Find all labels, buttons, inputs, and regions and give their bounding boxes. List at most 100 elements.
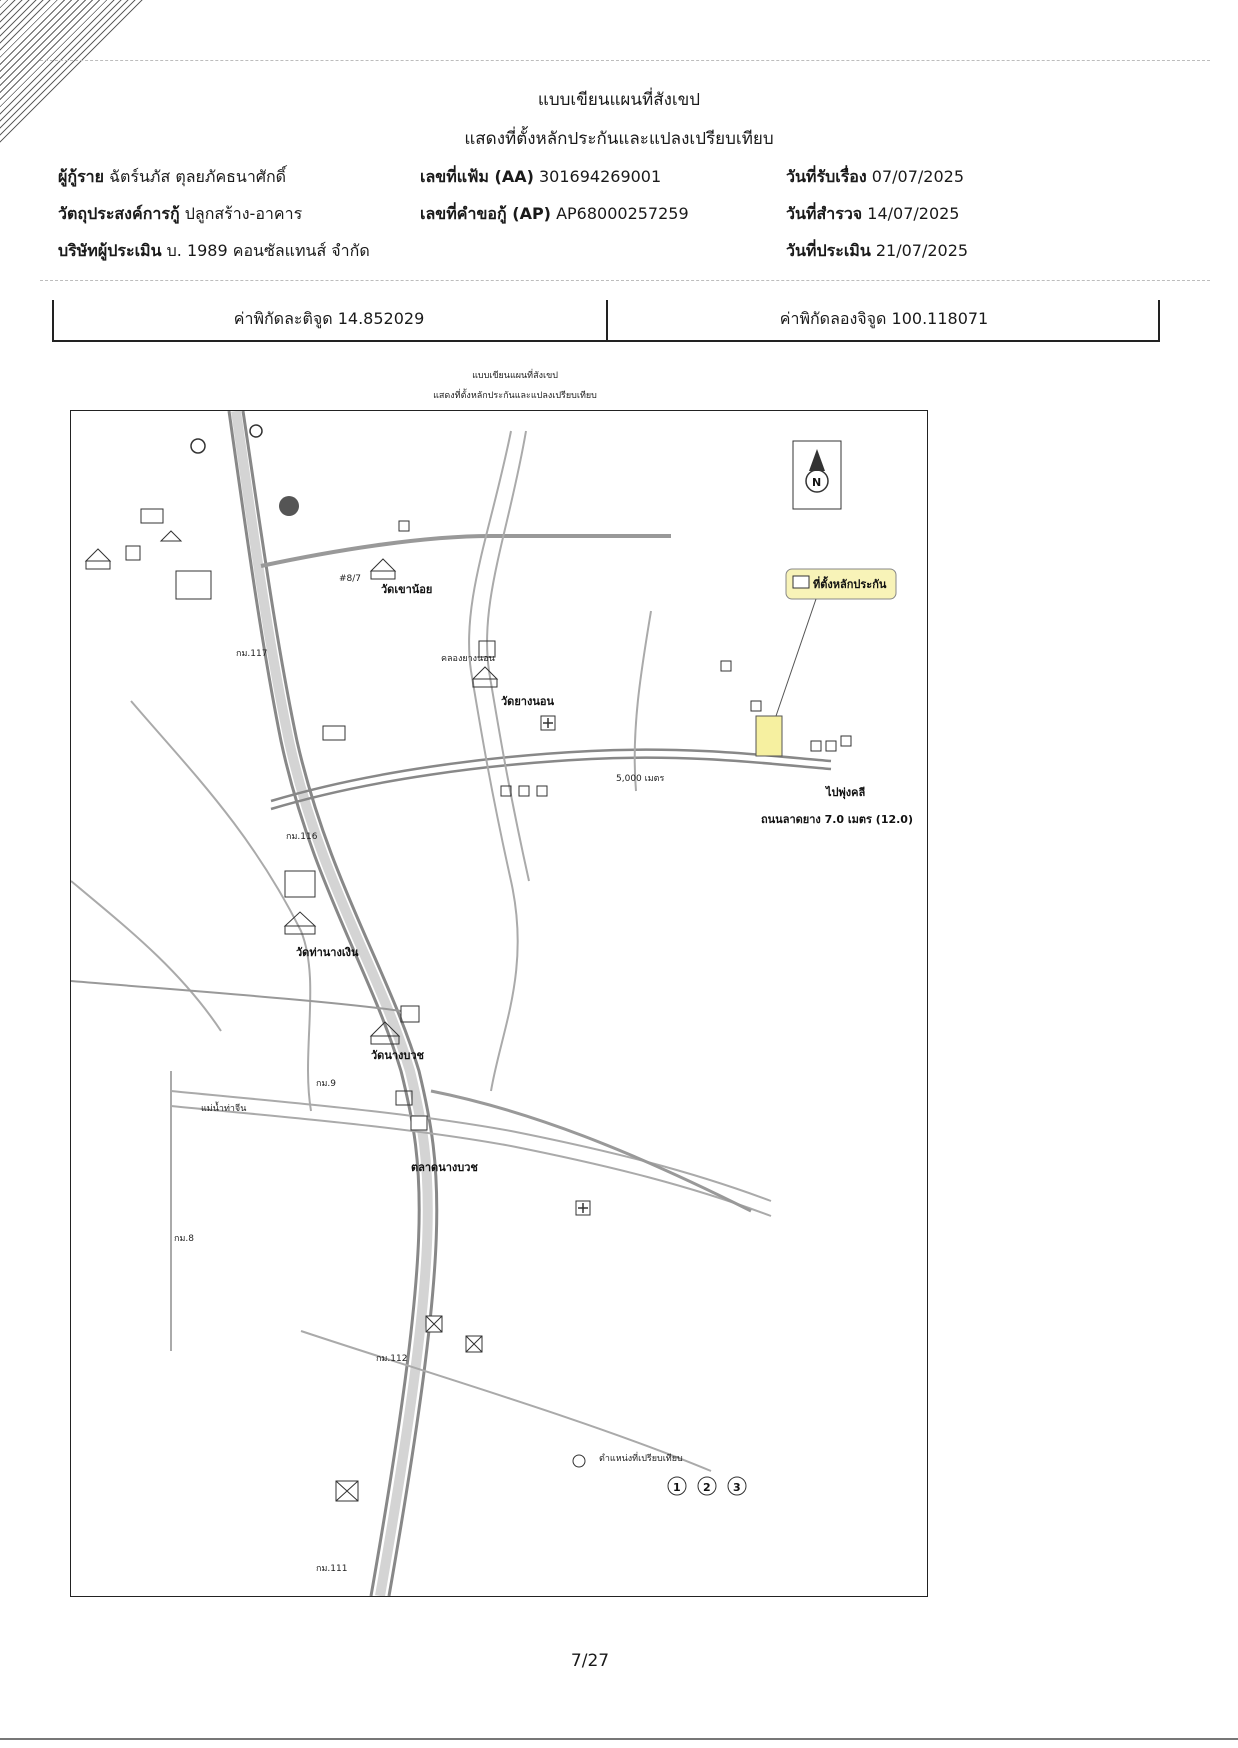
file-no-label: เลขที่แฟ้ม (AA) [420, 167, 534, 186]
compare-point-3-icon [727, 1476, 747, 1496]
house-icon [720, 660, 732, 672]
compare-legend-icon [572, 1454, 586, 1468]
label-wat-tha-ngiw: วัดท่านางเงิน [296, 946, 359, 959]
label-km-9: กม.9 [316, 1079, 336, 1089]
label-km-116: กม.116 [286, 832, 318, 842]
scan-hatch-corner [0, 0, 145, 145]
sketch-map-canvas: ที่ตั้งหลักประกัน N วัดเขาน้อย วัดยางนอน… [71, 411, 913, 1596]
purpose-label: วัตถุประสงค์การกู้ [58, 204, 180, 223]
label-km-112: กม.112 [376, 1354, 407, 1364]
house-icon [500, 785, 512, 797]
label-wat-nang-buat: วัดนางบวช [371, 1049, 425, 1062]
road-to-collateral [270, 748, 832, 803]
canal-east [633, 610, 652, 792]
purpose-value: ปลูกสร้าง-อาคาร [184, 204, 303, 223]
borrower-value: ฉัตร์นภัส ตุลยภัคธนาศักดิ์ [109, 167, 287, 186]
latitude-label: ค่าพิกัดละติจูด [233, 309, 333, 328]
river-tha-chin-edge [170, 1105, 772, 1217]
label-km-117: กม.117 [236, 649, 267, 659]
road-lower-west [71, 980, 402, 1012]
legend-swatch [792, 575, 810, 589]
temple-nang-buat-icon [369, 1021, 401, 1045]
shop-cross-icon [425, 1315, 443, 1333]
house-icon [840, 735, 852, 747]
compare-point-2-label: 2 [703, 1481, 711, 1494]
temple-yang-non-icon [471, 666, 499, 688]
road-lower-east [430, 1089, 752, 1213]
school-icon [395, 1090, 413, 1106]
compare-point-1-label: 1 [673, 1481, 681, 1494]
river-branch-west [130, 700, 312, 1112]
appraiser-label: บริษัทผู้ประเมิน [58, 241, 162, 260]
house-icon [398, 520, 410, 532]
label-talat-nang-buat: ตลาดนางบวช [411, 1161, 478, 1174]
highway-west-edge [227, 411, 421, 1596]
house-icon [536, 785, 548, 797]
survey-value: 14/07/2025 [867, 204, 960, 223]
house-icon [159, 530, 183, 542]
received-value: 07/07/2025 [871, 167, 965, 186]
river-branch-sw [71, 880, 222, 1032]
file-no-value: 301694269001 [539, 167, 662, 186]
survey-field: วันที่สำรวจ 14/07/2025 [786, 202, 959, 227]
received-label: วันที่รับเรื่อง [786, 167, 867, 186]
scan-line [40, 60, 1210, 61]
scan-line [40, 280, 1210, 281]
appraiser-field: บริษัทผู้ประเมิน บ. 1989 คอนซัลแทนส์ จำก… [58, 239, 370, 264]
legend-label: ที่ตั้งหลักประกัน [813, 576, 887, 591]
scan-line [0, 1738, 1238, 1740]
collateral-parcel [755, 715, 783, 757]
north-arrow-icon [809, 449, 825, 471]
temple-khao-noi-icon [369, 558, 397, 580]
temple-tha-ngiw-icon [283, 911, 317, 935]
label-road-desc: ถนนลาดยาง 7.0 เมตร (12.0) [761, 813, 913, 826]
document-title: แบบเขียนแผนที่สังเขป [537, 90, 701, 110]
compass-ring [805, 469, 829, 493]
label-km-8: กม.8 [174, 1234, 194, 1244]
appraisal-value: 21/07/2025 [875, 241, 969, 260]
north-label: N [812, 476, 821, 489]
road-south-east [300, 1330, 712, 1472]
northern-road [260, 534, 671, 568]
coordinate-table: ค่าพิกัดละติจูด 14.852029 ค่าพิกัดลองจิจ… [52, 300, 1160, 342]
agri-office-icon [322, 725, 346, 741]
canal-yang-non [468, 430, 519, 1092]
label-wat-khao-noi: วัดเขาน้อย [381, 583, 432, 596]
highway-east-edge [241, 411, 439, 1596]
river-tha-chin [170, 1090, 772, 1202]
longitude-value: 100.118071 [891, 309, 989, 328]
temple-icon [84, 548, 112, 570]
hospital-cross-icon [578, 1203, 588, 1213]
school-nang-buat-icon [400, 1005, 420, 1023]
page-number: 7/27 [570, 1651, 610, 1671]
legend-pointer [775, 598, 817, 717]
map-subtitle: แสดงที่ตั้งหลักประกันและแปลงเปรียบเทียบ [433, 391, 597, 401]
police-icon [190, 438, 206, 454]
house-icon [518, 785, 530, 797]
health-cross-icon [543, 718, 553, 728]
label-legend-compare: ตำแหน่งที่เปรียบเทียบ [599, 1451, 683, 1464]
borrower-field: ผู้กู้ราย ฉัตร์นภัส ตุลยภัคธนาศักดิ์ [58, 165, 286, 190]
survey-label: วันที่สำรวจ [786, 204, 863, 223]
factory-icon [284, 870, 316, 898]
label-mae-nam-tha-chin: แม่น้ำท่าจีน [201, 1101, 246, 1114]
office-nang-buat-icon [410, 1115, 428, 1131]
document-subtitle: แสดงที่ตั้งหลักประกันและแปลงเปรียบเทียบ [464, 129, 774, 149]
request-no-field: เลขที่คำขอกู้ (AP) AP68000257259 [420, 202, 689, 227]
latitude-value: 14.852029 [337, 309, 425, 328]
request-no-value: AP68000257259 [556, 204, 689, 223]
market-icon [140, 508, 164, 524]
appraisal-label: วันที่ประเมิน [786, 241, 871, 260]
received-field: วันที่รับเรื่อง 07/07/2025 [786, 165, 964, 190]
label-to-pho: ไปพุ่งคลี [824, 785, 865, 800]
appraiser-value: บ. 1989 คอนซัลแทนส์ จำกัด [166, 241, 370, 260]
highway-fill [231, 411, 433, 1596]
compare-point-3-label: 3 [733, 1481, 741, 1494]
file-no-field: เลขที่แฟ้ม (AA) 301694269001 [420, 165, 661, 190]
label-distance: 5,000 เมตร [616, 774, 664, 784]
borrower-label: ผู้กู้ราย [58, 167, 105, 186]
house-icon [750, 700, 762, 712]
purpose-field: วัตถุประสงค์การกู้ ปลูกสร้าง-อาคาร [58, 202, 302, 227]
label-km-111: กม.111 [316, 1564, 347, 1574]
legend-box [785, 568, 897, 600]
